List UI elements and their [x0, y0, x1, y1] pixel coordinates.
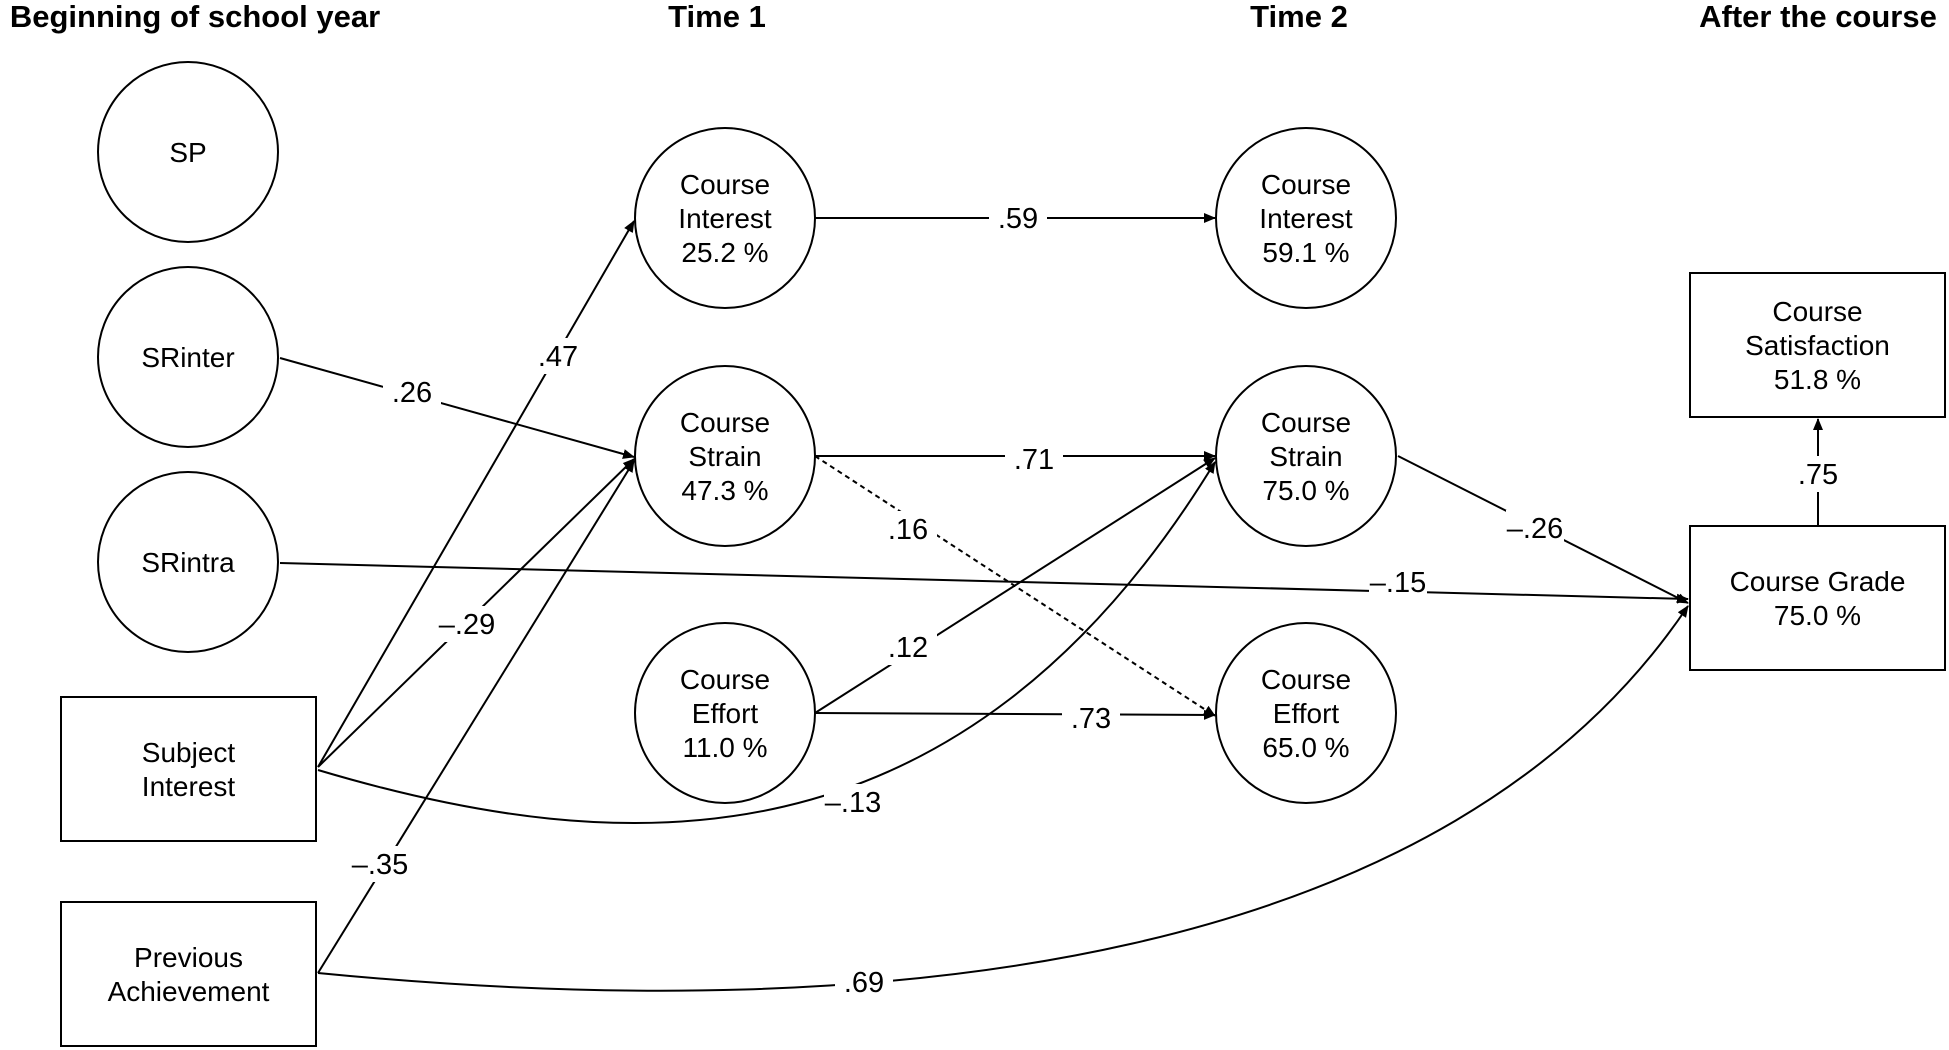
node-satisfaction-label-2: 51.8 % [1774, 364, 1861, 395]
node-ci2-label-1: Interest [1259, 203, 1353, 234]
coef-grade-satisfaction: .75 [1798, 459, 1838, 491]
coef-cs1-cs2: .71 [1014, 444, 1054, 476]
coef-cs1-ce2: .16 [888, 514, 928, 546]
coef-bg-grade-satisfaction [1789, 456, 1847, 492]
coef-srintra-grade: –.15 [1370, 567, 1426, 599]
coef-pa-grade: .69 [844, 967, 884, 999]
node-cs2-label-0: Course [1261, 407, 1351, 438]
node-subject_interest-label-0: Subject [142, 737, 236, 768]
node-satisfaction-box [1689, 272, 1946, 418]
coef-ci1-ci2: .59 [998, 203, 1038, 235]
coef-si-ci1: .47 [538, 341, 578, 373]
coef-bg-ci1-ci2 [989, 200, 1047, 236]
node-ce2-label-1: Effort [1273, 698, 1340, 729]
node-previous_achievement-label-1: Achievement [108, 976, 270, 1007]
node-satisfaction-label-1: Satisfaction [1745, 330, 1890, 361]
coef-srinter-cs1: .26 [392, 377, 432, 409]
node-cs1-label-2: 47.3 % [681, 475, 768, 506]
node-ce1-label-1: Effort [692, 698, 759, 729]
header-beginning-of-school-year: Beginning of school year [10, 0, 380, 34]
header-time-2: Time 2 [1250, 0, 1348, 34]
node-srintra-label-0: SRintra [141, 547, 235, 578]
node-grade-label-1: 75.0 % [1774, 600, 1861, 631]
node-previous_achievement-box [60, 901, 317, 1047]
node-srintra-circle [97, 471, 279, 653]
header-time-1: Time 1 [668, 0, 766, 34]
node-ce1-circle [634, 622, 816, 804]
node-grade-box [1689, 525, 1946, 671]
node-cs1-circle [634, 365, 816, 547]
node-ce1-label-0: Course [680, 664, 770, 695]
node-ce1-label-2: 11.0 % [682, 732, 767, 763]
node-ci1-circle [634, 127, 816, 309]
coef-bg-ce1-ce2 [1062, 700, 1120, 736]
path-pa-grade [317, 605, 1689, 992]
coef-si-cs2: –.13 [825, 787, 881, 819]
nodes-layer: SPSRinterSRintraSubjectInterestPreviousA… [60, 61, 1946, 1047]
node-ci1-label-2: 25.2 % [681, 237, 768, 268]
coef-cs2-grade: –.26 [1507, 513, 1563, 545]
coef-bg-si-cs1 [438, 606, 496, 642]
node-ci1-label-0: Course [680, 169, 770, 200]
path-ce1-ce2 [814, 709, 1216, 720]
path-pa-cs1 [317, 460, 635, 974]
node-srinter: SRinter [97, 266, 279, 448]
node-ci1-label-1: Interest [678, 203, 772, 234]
coef-bg-pa-grade [835, 964, 893, 1000]
node-ci2-label-0: Course [1261, 169, 1351, 200]
coef-si-cs1: –.29 [439, 609, 495, 641]
node-sp-circle [97, 61, 279, 243]
path-srintra-grade [279, 562, 1689, 604]
path-si-cs2 [317, 461, 1216, 824]
node-satisfaction-label-0: Course [1772, 296, 1862, 327]
node-ce2-label-2: 65.0 % [1262, 732, 1349, 763]
path-ce1-cs2 [814, 457, 1216, 714]
coef-bg-pa-cs1 [351, 846, 409, 882]
node-cs2-label-1: Strain [1269, 441, 1342, 472]
coef-bg-cs1-cs2 [1005, 441, 1063, 477]
coef-pa-cs1: –.35 [352, 849, 408, 881]
node-sp: SP [97, 61, 279, 243]
node-cs1-label-0: Course [680, 407, 770, 438]
node-srintra: SRintra [97, 471, 279, 653]
coef-bg-cs1-ce2 [879, 511, 937, 547]
node-sp-label-0: SP [169, 137, 206, 168]
node-cs2-label-2: 75.0 % [1262, 475, 1349, 506]
coef-bg-ce1-cs2 [879, 629, 937, 665]
path-srinter-cs1 [279, 357, 635, 459]
path-si-ci1 [317, 220, 635, 768]
coef-bg-si-ci1 [529, 338, 587, 374]
coef-bg-srinter-cs1 [383, 374, 441, 410]
node-srinter-label-0: SRinter [141, 342, 234, 373]
node-previous_achievement-label-0: Previous [134, 942, 243, 973]
node-ci2-circle [1215, 127, 1397, 309]
node-cs2-circle [1215, 365, 1397, 547]
node-subject_interest-label-1: Interest [142, 771, 236, 802]
node-grade-label-0: Course Grade [1730, 566, 1906, 597]
header-after-the-course: After the course [1699, 0, 1937, 34]
paths-layer: .59 .26 .47 –.29 –.35 .71 .16 .12 .73 –.13 –.15 –.2… [279, 200, 1847, 1000]
coef-bg-cs2-grade [1506, 510, 1564, 546]
coef-bg-si-cs2 [824, 784, 882, 820]
node-subject_interest-box [60, 696, 317, 842]
coef-ce1-cs2: .12 [888, 632, 928, 664]
node-cs1-label-1: Strain [688, 441, 761, 472]
node-srinter-circle [97, 266, 279, 448]
coef-bg-srintra-grade [1369, 564, 1427, 600]
node-ce2-circle [1215, 622, 1397, 804]
node-ce2-label-0: Course [1261, 664, 1351, 695]
node-ci2-label-2: 59.1 % [1262, 237, 1349, 268]
coef-ce1-ce2: .73 [1071, 703, 1111, 735]
